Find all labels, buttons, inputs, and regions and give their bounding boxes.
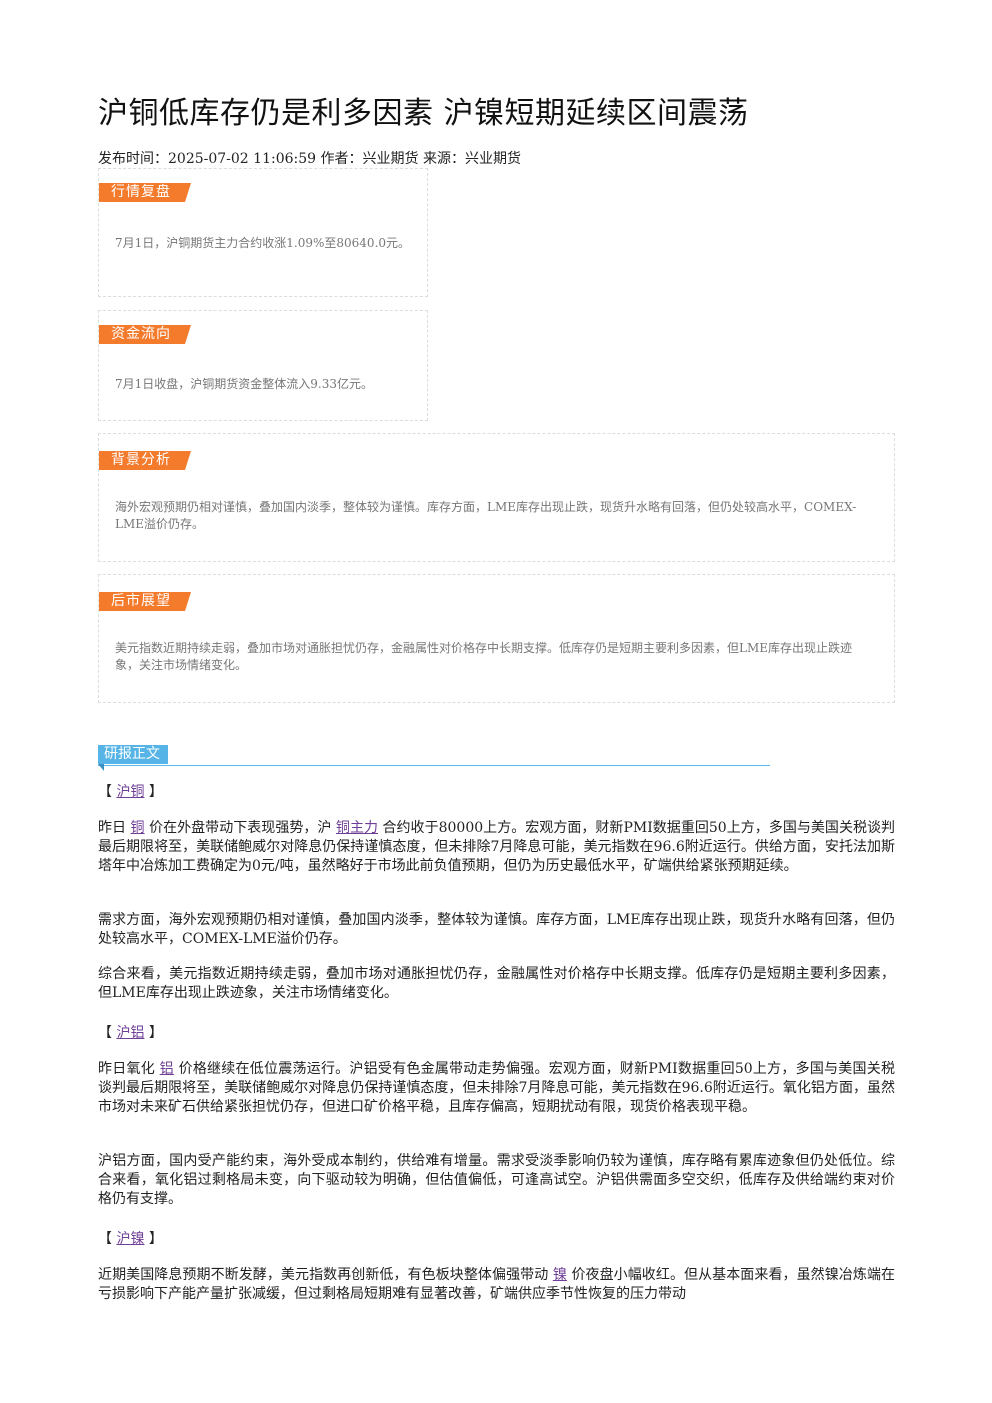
link-copper-price[interactable]: 铜 [130,820,145,836]
link-nickel[interactable]: 沪镍 [116,1231,145,1247]
heading-nickel: 【 沪镍 】 [98,1231,163,1247]
heading-aluminum: 【 沪铝 】 [98,1025,163,1041]
copper-paragraph-1: 昨日 铜 价在外盘带动下表现强势，沪 铜主力 合约收于80000上方。宏观方面，… [98,820,896,874]
summary-card-capital-flow: 资金流向 7月1日收盘，沪铜期货资金整体流入9.33亿元。 [98,310,428,421]
card-tag: 背景分析 [99,451,191,470]
card-tag: 后市展望 [99,592,191,611]
link-copper-main[interactable]: 铜主力 [335,820,379,836]
publish-meta: 发布时间：2025-07-02 11:06:59 作者：兴业期货 来源：兴业期货 [98,151,521,167]
card-body: 7月1日，沪铜期货主力合约收涨1.09%至80640.0元。 [115,236,411,250]
link-copper[interactable]: 沪铜 [116,784,145,800]
nickel-paragraph-1: 近期美国降息预期不断发酵，美元指数再创新低，有色板块整体偏强带动 镍 价夜盘小幅… [98,1267,896,1302]
page-title: 沪铜低库存仍是利多因素 沪镍短期延续区间震荡 [98,96,749,131]
link-aluminum-price[interactable]: 铝 [159,1061,174,1077]
link-nickel-price[interactable]: 镍 [552,1267,567,1283]
copper-paragraph-2: 需求方面，海外宏观预期仍相对谨慎，叠加国内淡季，整体较为谨慎。库存方面，LME库… [98,912,895,947]
copper-paragraph-3: 综合来看，美元指数近期持续走弱，叠加市场对通胀担忧仍存，金融属性对价格存中长期支… [98,966,895,1001]
card-body: 美元指数近期持续走弱，叠加市场对通胀担忧仍存，金融属性对价格存中长期支撑。低库存… [115,641,853,672]
summary-card-outlook: 后市展望 美元指数近期持续走弱，叠加市场对通胀担忧仍存，金融属性对价格存中长期支… [98,574,895,703]
section-tag: 研报正文 [98,745,168,771]
section-header: 研报正文 [98,745,770,771]
card-body: 海外宏观预期仍相对谨慎，叠加国内淡季，整体较为谨慎。库存方面，LME库存出现止跌… [115,500,857,531]
aluminum-paragraph-1: 昨日氧化 铝 价格继续在低位震荡运行。沪铝受有色金属带动走势偏强。宏观方面，财新… [98,1061,896,1115]
card-tag: 资金流向 [99,325,191,344]
aluminum-paragraph-2: 沪铝方面，国内受产能约束，海外受成本制约，供给难有增量。需求受淡季影响仍较为谨慎… [98,1153,895,1207]
card-body: 7月1日收盘，沪铜期货资金整体流入9.33亿元。 [115,377,373,391]
heading-copper: 【 沪铜 】 [98,784,163,800]
card-tag: 行情复盘 [99,183,191,202]
link-aluminum[interactable]: 沪铝 [116,1025,145,1041]
summary-card-market-review: 行情复盘 7月1日，沪铜期货主力合约收涨1.09%至80640.0元。 [98,168,428,297]
summary-card-background: 背景分析 海外宏观预期仍相对谨慎，叠加国内淡季，整体较为谨慎。库存方面，LME库… [98,433,895,562]
